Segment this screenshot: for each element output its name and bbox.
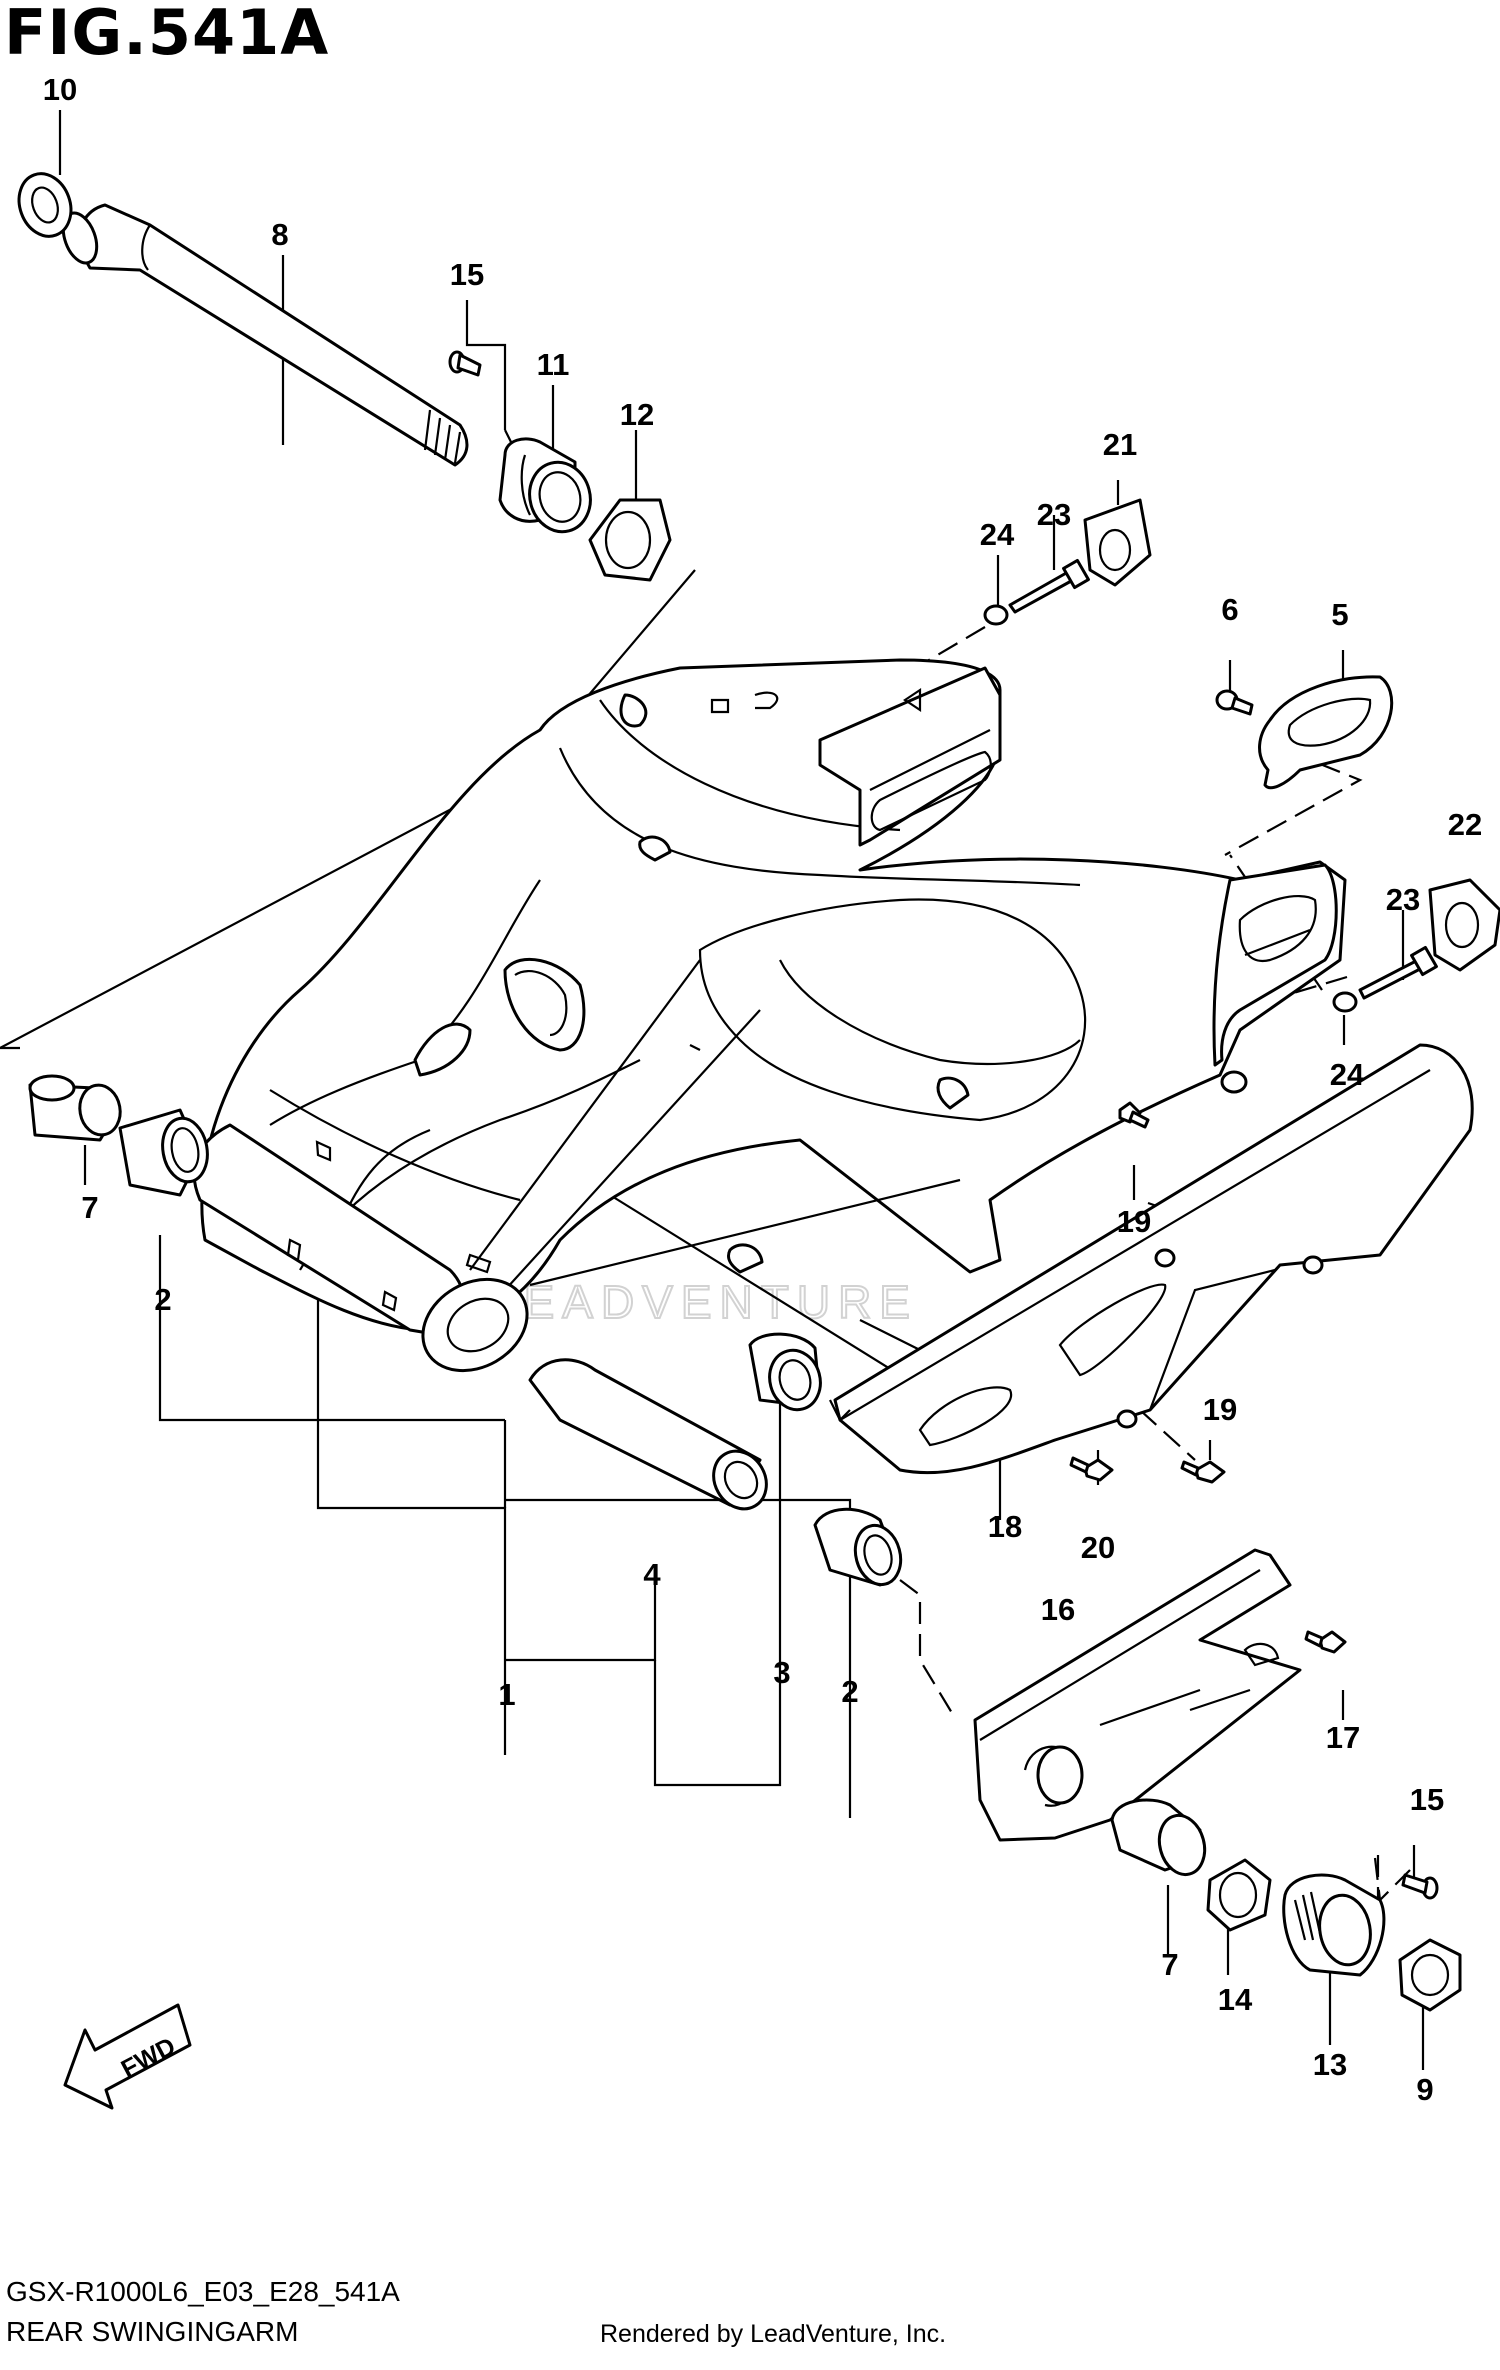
adjuster-block-left	[818, 666, 1002, 847]
callout-12: 12	[620, 397, 654, 432]
bearing-2-left	[118, 1108, 209, 1197]
callout-6: 6	[1221, 592, 1238, 627]
screw-15-top	[448, 350, 482, 377]
collar-7-left	[28, 1074, 122, 1142]
callout-18: 18	[988, 1509, 1022, 1544]
callout-16: 16	[1041, 1592, 1075, 1627]
pivot-collar-4	[528, 1358, 768, 1511]
pivot-shaft-8	[61, 203, 469, 467]
figure-title: FIG.541A	[4, 0, 330, 69]
adjuster-11	[498, 437, 592, 534]
adjuster-plate-21	[1083, 498, 1152, 587]
callout-numbers: 10 8 15 11 12 21 23 24 6 5 22 23 24 19 1…	[43, 72, 1482, 2107]
callout-2-right: 2	[841, 1674, 858, 1709]
washer-24-top	[983, 604, 1009, 626]
screw-15-bottom	[1401, 1873, 1439, 1900]
nut-9	[1398, 1938, 1462, 2012]
callout-1: 1	[498, 1677, 515, 1712]
washer-24-right	[1332, 991, 1358, 1013]
callout-10: 10	[43, 72, 77, 107]
callout-13: 13	[1313, 2047, 1347, 2082]
callout-24-right: 24	[1330, 1057, 1365, 1092]
callout-24-top: 24	[980, 517, 1015, 552]
callout-4: 4	[643, 1557, 661, 1592]
locknut-12	[588, 498, 672, 582]
callout-5: 5	[1331, 597, 1348, 632]
bolt-20	[1069, 1456, 1114, 1482]
callout-23-right: 23	[1386, 882, 1420, 917]
chain-guide-16	[973, 1548, 1302, 1842]
forward-direction-arrow: FWD	[63, 2003, 192, 2110]
bearing-3	[748, 1332, 822, 1412]
bolt-6	[1215, 689, 1254, 716]
render-credit: Rendered by LeadVenture, Inc.	[600, 2320, 947, 2348]
callout-17: 17	[1326, 1720, 1360, 1755]
callout-14: 14	[1218, 1982, 1253, 2017]
callout-19-bottom: 19	[1203, 1392, 1237, 1427]
figure-code: GSX-R1000L6_E03_E28_541A	[6, 2276, 400, 2307]
swingarm-body	[192, 658, 1347, 1373]
callout-8: 8	[271, 217, 288, 252]
bolt-23-top	[1008, 558, 1090, 614]
callout-2-left: 2	[154, 1282, 171, 1317]
locknut-14	[1206, 1858, 1272, 1932]
adjuster-13	[1282, 1873, 1386, 1977]
callout-7-right: 7	[1161, 1947, 1178, 1982]
callout-7-left: 7	[81, 1190, 98, 1225]
callout-19-top: 19	[1117, 1204, 1151, 1239]
bearing-2-right	[813, 1507, 903, 1587]
callout-3: 3	[773, 1655, 790, 1690]
callout-23-top: 23	[1037, 497, 1071, 532]
assembly-bracket-lines	[158, 1235, 852, 1818]
callout-15-bottom: 15	[1410, 1782, 1444, 1817]
bolt-19-bottom	[1180, 1460, 1226, 1484]
figure-caption: REAR SWINGINGARM	[6, 2316, 299, 2347]
callout-20: 20	[1081, 1530, 1115, 1565]
callout-15-top: 15	[450, 257, 484, 292]
bolt-17	[1304, 1630, 1347, 1654]
chain-case-18	[829, 1043, 1474, 1475]
plate-5	[1258, 675, 1394, 790]
collar-7-right	[1110, 1798, 1207, 1877]
callout-22: 22	[1448, 807, 1482, 842]
washer-10	[17, 172, 73, 238]
watermark-text: LEADVENTURE	[490, 1276, 918, 1328]
callout-9: 9	[1416, 2072, 1433, 2107]
callout-21: 21	[1103, 427, 1137, 462]
bolt-19-top	[1118, 1101, 1150, 1129]
callout-11: 11	[537, 347, 570, 382]
adjuster-plate-22	[1428, 878, 1500, 972]
bolt-23-right	[1358, 945, 1438, 1000]
